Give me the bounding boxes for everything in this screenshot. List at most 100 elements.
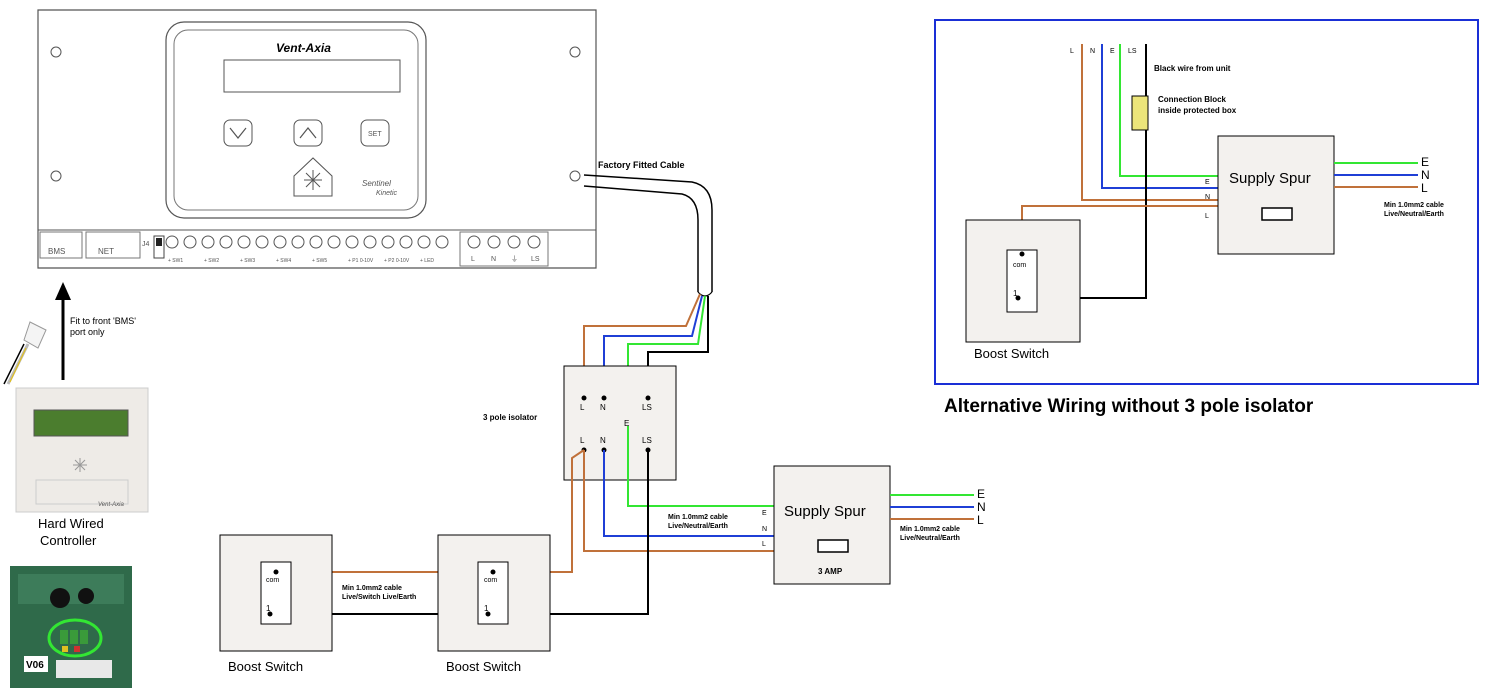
mains-terminal-screw bbox=[527, 235, 541, 249]
alt-spur-term-l: L bbox=[1205, 213, 1209, 220]
mains-terminal-label: L bbox=[471, 256, 475, 263]
wire-live-spur bbox=[583, 450, 774, 552]
controller-label-line2: Controller bbox=[40, 533, 97, 548]
mains-terminal-label: N bbox=[491, 256, 496, 263]
ventilation-unit: Vent-Axia SET Sentinel Kinetic BMS NET J… bbox=[37, 9, 597, 269]
cable-spec2-line2: Live/Neutral/Earth bbox=[900, 535, 960, 542]
alt-supply-spur-label: Supply Spur bbox=[1229, 170, 1311, 187]
terminal-screw bbox=[345, 235, 359, 249]
alternative-panel bbox=[934, 19, 1479, 385]
spur-switch bbox=[817, 539, 849, 553]
factory-cable bbox=[583, 174, 713, 292]
screw-hole bbox=[50, 46, 62, 58]
bms-port[interactable] bbox=[39, 231, 83, 259]
j4-label: J4 bbox=[142, 241, 150, 248]
terminal-screw bbox=[219, 235, 233, 249]
terminal-label: + P1 0-10V bbox=[348, 258, 374, 264]
net-port[interactable] bbox=[85, 231, 141, 259]
alt-spur-term-e: E bbox=[1205, 179, 1210, 186]
alt-boost-switch-label: Boost Switch bbox=[974, 346, 1049, 361]
switch-one-label: 1 bbox=[484, 604, 489, 613]
alt-spur-out-e: E bbox=[1421, 155, 1429, 169]
terminal-screw bbox=[309, 235, 323, 249]
spur-term-e: E bbox=[762, 510, 767, 517]
spur-amp: 3 AMP bbox=[818, 567, 843, 576]
three-pole-isolator bbox=[563, 365, 677, 481]
screw-hole bbox=[569, 170, 581, 182]
controller-brand: Vent-Axia bbox=[98, 502, 124, 508]
hard-wired-controller: Vent-Axia bbox=[15, 387, 149, 513]
up-button[interactable] bbox=[293, 119, 323, 147]
alt-block-line2: inside protected box bbox=[1158, 106, 1237, 115]
mains-terminal-label: LS bbox=[531, 256, 540, 263]
terminal-screw bbox=[291, 235, 305, 249]
terminal-screw bbox=[183, 235, 197, 249]
mains-terminal-screw bbox=[487, 235, 501, 249]
terminal-screw bbox=[237, 235, 251, 249]
switch-com-label: com bbox=[266, 577, 279, 584]
mains-terminal-row: L N ⏚ LS bbox=[459, 231, 549, 267]
switch-rocker bbox=[1006, 249, 1038, 313]
terminal-screw bbox=[381, 235, 395, 249]
unit-brand: Vent-Axia bbox=[276, 41, 331, 55]
model-line1: Sentinel bbox=[362, 179, 391, 188]
alt-term-l: L bbox=[1070, 48, 1074, 55]
terminal-label: + LED bbox=[420, 258, 434, 264]
j4-jumper bbox=[153, 235, 165, 259]
terminal-row: + SW1+ SW2+ SW3+ SW4+ SW5+ P1 0-10V+ P2 … bbox=[165, 235, 449, 264]
factory-cable-label: Factory Fitted Cable bbox=[598, 160, 685, 170]
isolator-terminal bbox=[581, 395, 587, 401]
terminal-screw bbox=[363, 235, 377, 249]
rj45-plug-icon bbox=[3, 321, 47, 385]
spur-term-l: L bbox=[762, 541, 766, 548]
chevron-down-icon bbox=[229, 127, 247, 139]
model-line2: Kinetic bbox=[376, 190, 398, 197]
controller-label-line1: Hard Wired bbox=[38, 516, 104, 531]
alt-cable-spec-line2: Live/Neutral/Earth bbox=[1384, 211, 1444, 218]
spur-out-l: L bbox=[977, 513, 984, 527]
alt-term-n: N bbox=[1090, 48, 1095, 55]
mains-terminal-screw bbox=[467, 235, 481, 249]
arrow-up-icon bbox=[55, 282, 71, 300]
isolator-terminal bbox=[645, 395, 651, 401]
alt-wire-live bbox=[1081, 44, 1218, 201]
snowflake-icon bbox=[304, 170, 322, 190]
mains-terminal-label: ⏚ bbox=[511, 255, 518, 263]
alt-spur-switch bbox=[1261, 207, 1293, 221]
alt-wire-neutral bbox=[1101, 44, 1218, 189]
chevron-up-icon bbox=[299, 127, 317, 139]
alt-black-wire-label: Black wire from unit bbox=[1154, 64, 1231, 73]
alt-term-e: E bbox=[1110, 48, 1115, 55]
isolator-terminal-label: N bbox=[600, 436, 606, 445]
terminal-screw bbox=[165, 235, 179, 249]
set-button[interactable] bbox=[360, 119, 390, 147]
isolator-terminal-label: L bbox=[580, 436, 585, 445]
pcb-version: V06 bbox=[26, 660, 44, 671]
connection-block bbox=[1131, 95, 1149, 131]
alt-switch-com-label: com bbox=[1013, 262, 1026, 269]
isolator-terminal-label: LS bbox=[642, 436, 652, 445]
terminal-screw bbox=[201, 235, 215, 249]
alt-spur-out-l: L bbox=[1421, 181, 1428, 195]
terminal-label: + SW1 bbox=[168, 258, 183, 264]
terminal-screw bbox=[417, 235, 431, 249]
alt-spur-term-n: N bbox=[1205, 194, 1210, 201]
terminal-highlight bbox=[47, 618, 103, 658]
terminal-screw bbox=[399, 235, 413, 249]
terminal-screw bbox=[327, 235, 341, 249]
switch-one-label: 1 bbox=[266, 604, 271, 613]
alt-cable-spec-line1: Min 1.0mm2 cable bbox=[1384, 202, 1444, 209]
bms-port-label: BMS bbox=[48, 247, 65, 256]
terminal-screw bbox=[273, 235, 287, 249]
cable-spec1-line1: Min 1.0mm2 cable bbox=[668, 514, 728, 521]
wire-live-unit bbox=[583, 293, 701, 398]
switch-com-label: com bbox=[484, 577, 497, 584]
terminal-label: + SW2 bbox=[204, 258, 219, 264]
supply-spur bbox=[773, 465, 891, 585]
net-port-label: NET bbox=[98, 247, 114, 256]
alternative-title: Alternative Wiring without 3 pole isolat… bbox=[944, 396, 1314, 417]
spur-out-n: N bbox=[977, 500, 986, 514]
isolator-terminal-label: L bbox=[580, 403, 585, 412]
down-button[interactable] bbox=[223, 119, 253, 147]
